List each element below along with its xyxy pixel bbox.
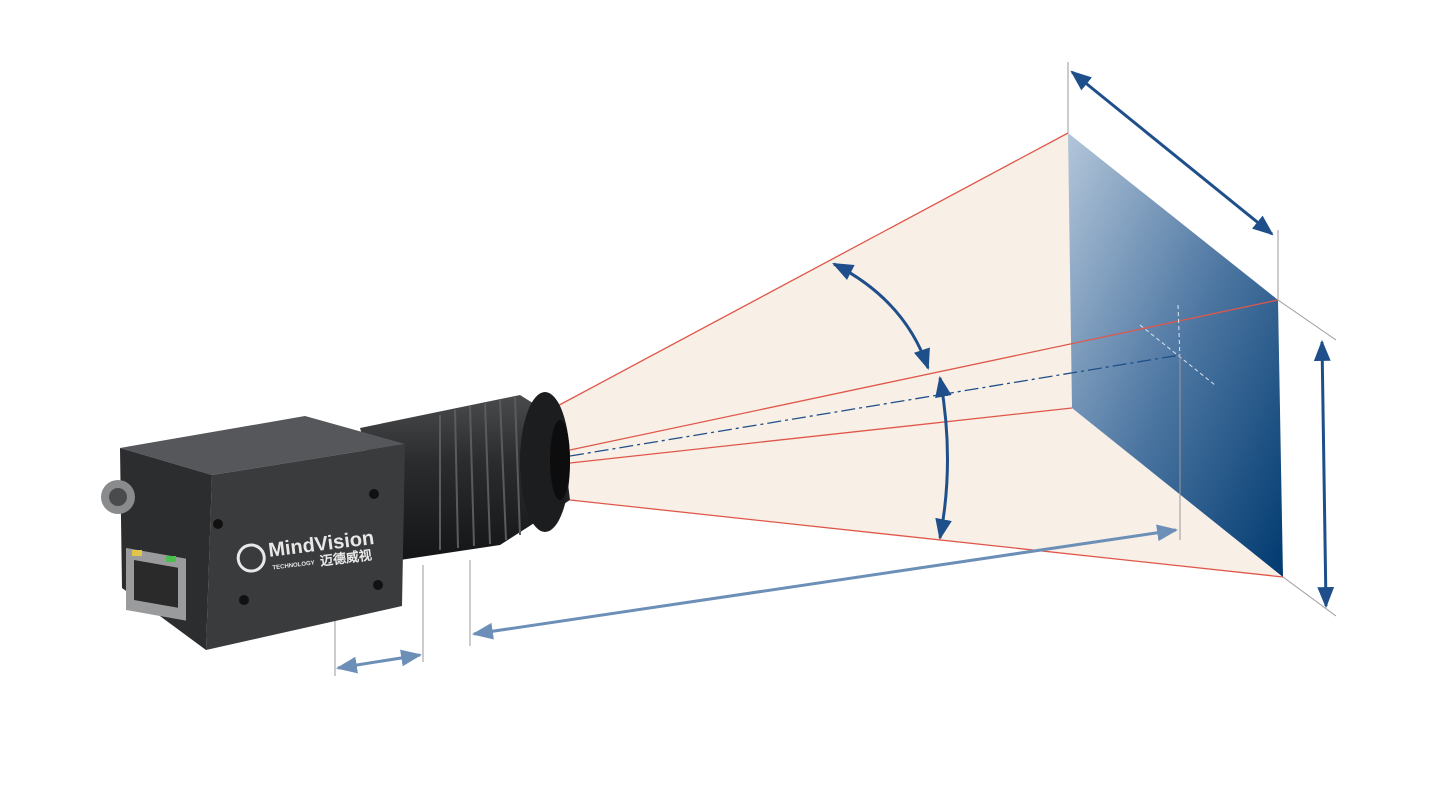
logo-tagline: TECHNOLOGY [272, 560, 315, 571]
optical-axis [569, 354, 1181, 457]
camera-body: MindVision TECHNOLOGY 迈德威视 [101, 416, 405, 650]
target-plane [1068, 133, 1283, 577]
flange-distance-arrow [335, 649, 423, 674]
logo-chinese: 迈德威视 [319, 547, 372, 568]
working-distance-arrow [471, 524, 1179, 640]
target-crosshair [1139, 304, 1216, 386]
lens [360, 392, 570, 560]
vertical-angle-arrow [935, 375, 952, 541]
horizontal-angle-arrow [832, 262, 930, 370]
width-arrow [1070, 70, 1274, 236]
extension-lines [334, 62, 1337, 676]
logo-mark-icon [236, 543, 266, 573]
height-arrow [1313, 339, 1335, 609]
